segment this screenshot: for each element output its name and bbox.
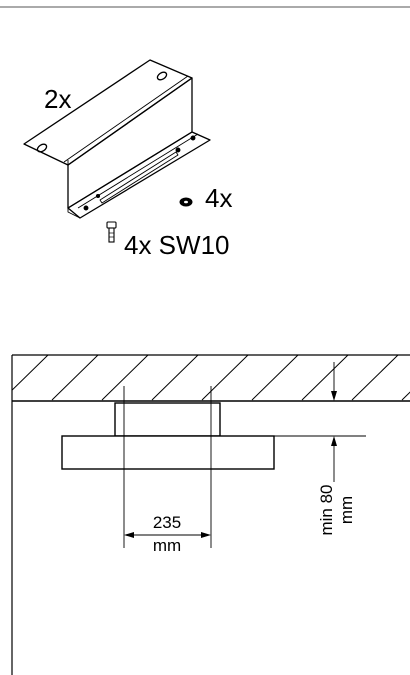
clearance-unit: mm xyxy=(337,496,356,524)
screw-icon xyxy=(106,221,117,243)
washer-icon xyxy=(179,197,193,207)
spacing-dimension-arrow xyxy=(124,532,211,538)
bracket-quantity: 2x xyxy=(44,84,71,114)
ceiling-hatching xyxy=(12,355,410,401)
clearance-value: min 80 xyxy=(317,484,336,535)
washer-quantity: 4x xyxy=(205,183,232,213)
clearance-dimension-arrows xyxy=(331,362,337,482)
screw-label: 4x SW10 xyxy=(124,230,230,260)
hood-body xyxy=(61,435,275,470)
ceiling-mount-block xyxy=(114,402,221,437)
bracket-illustration xyxy=(23,59,211,219)
spacing-value: 235 xyxy=(153,513,181,532)
spacing-unit: mm xyxy=(153,536,181,555)
